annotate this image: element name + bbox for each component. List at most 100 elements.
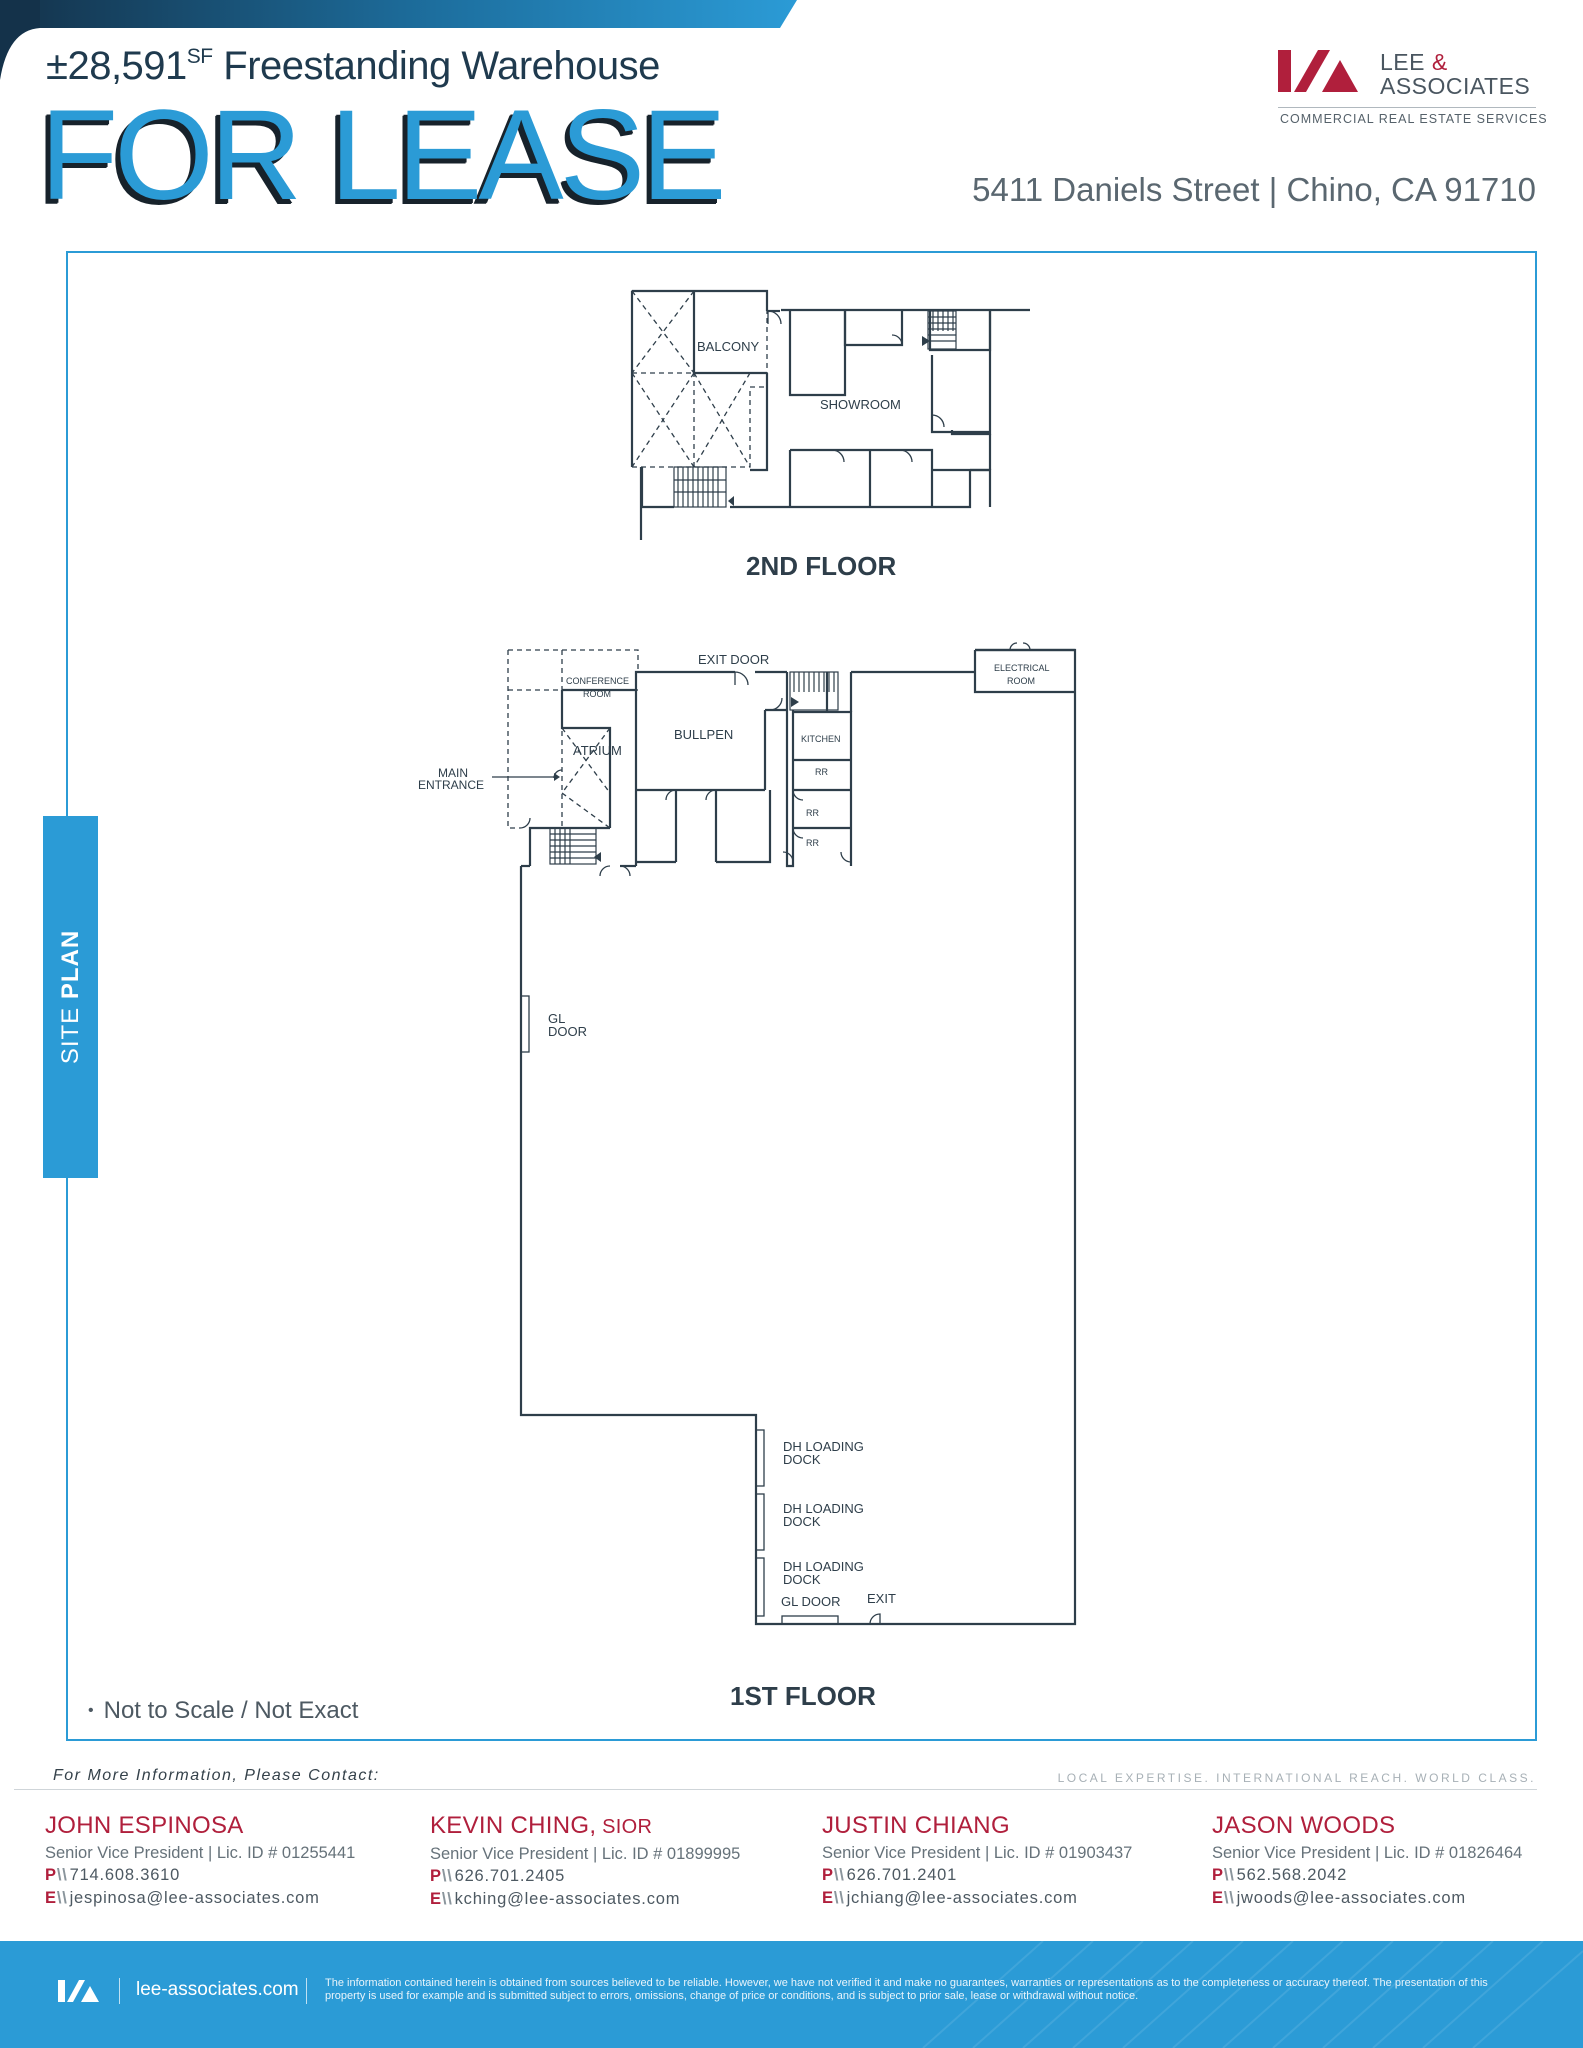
agent-name-text: JUSTIN CHIANG	[822, 1812, 1010, 1839]
contact-divider	[14, 1789, 1537, 1790]
label-rr-2: RR	[806, 808, 819, 818]
separator: \\	[1223, 1866, 1235, 1884]
brand-tagline: COMMERCIAL REAL ESTATE SERVICES	[1280, 112, 1548, 126]
label-showroom: SHOWROOM	[820, 397, 901, 412]
phone-number: 562.568.2042	[1236, 1866, 1348, 1884]
agent-name: JASON WOODS	[1212, 1812, 1522, 1840]
label-rr-1: RR	[815, 767, 828, 777]
email-key: E	[822, 1889, 834, 1907]
brand-ampersand: &	[1431, 49, 1448, 75]
label-exit-door: EXIT DOOR	[698, 652, 769, 667]
header-corner	[0, 0, 40, 80]
agent-name: KEVIN CHING, SIOR	[430, 1812, 740, 1841]
agent-email[interactable]: E\\kching@lee-associates.com	[430, 1888, 740, 1911]
agent-title: Senior Vice President | Lic. ID # 018999…	[430, 1845, 741, 1863]
label-conference-1: CONFERENCE	[566, 676, 629, 686]
separator: \\	[56, 1866, 68, 1884]
agent-email[interactable]: E\\jespinosa@lee-associates.com	[45, 1887, 355, 1910]
agent-phone[interactable]: P\\626.701.2405	[430, 1865, 740, 1888]
label-dock-1a: DH LOADING	[783, 1439, 864, 1454]
brand-name-line1: LEE	[1380, 49, 1425, 75]
stairs-lower	[673, 466, 727, 508]
separator: \\	[833, 1866, 845, 1884]
property-address: 5411 Daniels Street | Chino, CA 91710	[972, 171, 1536, 208]
agent-credential: SIOR	[596, 1816, 653, 1838]
label-electrical-2: ROOM	[1007, 676, 1035, 686]
phone-key: P	[430, 1867, 442, 1885]
agent-card-2: KEVIN CHING, SIOR Senior Vice President …	[430, 1812, 740, 1911]
label-dock-3b: DOCK	[783, 1572, 821, 1587]
agent-phone[interactable]: P\\714.608.3610	[45, 1864, 355, 1887]
agent-email[interactable]: E\\jchiang@lee-associates.com	[822, 1887, 1132, 1910]
agent-name: JOHN ESPINOSA	[45, 1812, 355, 1840]
agent-name-text: JASON WOODS	[1212, 1812, 1396, 1839]
phone-key: P	[45, 1866, 57, 1884]
contact-tagline: LOCAL EXPERTISE. INTERNATIONAL REACH. WO…	[1057, 1771, 1536, 1785]
first-floor-title: 1ST FLOOR	[730, 1681, 876, 1711]
agent-email[interactable]: E\\jwoods@lee-associates.com	[1212, 1887, 1522, 1910]
agent-phone[interactable]: P\\626.701.2401	[822, 1864, 1132, 1887]
brand-divider	[1278, 107, 1536, 108]
email-address: jwoods@lee-associates.com	[1236, 1889, 1466, 1907]
brand-name-line2: ASSOCIATES	[1380, 73, 1531, 99]
headline: ±28,591SF Freestanding Warehouse	[46, 44, 660, 89]
lee-logo-mark-icon	[1278, 50, 1358, 92]
label-bullpen: BULLPEN	[674, 727, 733, 742]
label-exit-south: EXIT	[867, 1591, 896, 1606]
email-key: E	[430, 1890, 442, 1908]
footer-disclaimer: The information contained herein is obta…	[325, 1977, 1488, 2002]
second-floor-plan: BALCONY SHOWROOM 2ND FLOOR	[630, 289, 1030, 581]
label-electrical-1: ELECTRICAL	[994, 663, 1050, 673]
label-conference-2: ROOM	[583, 689, 611, 699]
agent-name: JUSTIN CHIANG	[822, 1812, 1132, 1840]
second-floor-title: 2ND FLOOR	[746, 551, 896, 581]
agent-card-3: JUSTIN CHIANG Senior Vice President | Li…	[822, 1812, 1132, 1910]
phone-number: 626.701.2405	[454, 1867, 566, 1885]
lee-logo-icon	[58, 1980, 99, 2002]
property-type: Freestanding Warehouse	[212, 44, 660, 88]
footer-divider	[119, 1978, 120, 2004]
agent-phone[interactable]: P\\562.568.2042	[1212, 1864, 1522, 1887]
separator: \\	[441, 1867, 453, 1885]
agent-title: Senior Vice President | Lic. ID # 012554…	[45, 1844, 356, 1862]
email-key: E	[1212, 1889, 1224, 1907]
bullet-icon: •	[88, 1702, 94, 1719]
size-unit: SF	[186, 45, 213, 68]
label-main-2: ENTRANCE	[418, 778, 484, 792]
label-rr-3: RR	[806, 838, 819, 848]
footer-bar: lee-associates.com The information conta…	[0, 1941, 1583, 2048]
label-main-1: MAIN	[438, 766, 468, 780]
agent-card-1: JOHN ESPINOSA Senior Vice President | Li…	[45, 1812, 355, 1910]
label-kitchen: KITCHEN	[801, 734, 841, 744]
stairs-office	[789, 671, 839, 711]
phone-number: 626.701.2401	[846, 1866, 958, 1884]
separator: \\	[56, 1889, 68, 1907]
separator: \\	[833, 1889, 845, 1907]
label-atrium: ATRIUM	[573, 743, 622, 758]
label-dock-2a: DH LOADING	[783, 1501, 864, 1516]
agent-name-text: JOHN ESPINOSA	[45, 1812, 244, 1839]
for-lease-title: FOR LEASE	[40, 84, 726, 227]
footer-website-link[interactable]: lee-associates.com	[136, 1979, 299, 2000]
agent-name-text: KEVIN CHING,	[430, 1812, 597, 1839]
site-plan-tab: SITE PLAN	[43, 816, 98, 1178]
label-dock-1b: DOCK	[783, 1452, 821, 1467]
scale-note-text: Not to Scale / Not Exact	[103, 1697, 359, 1724]
header-band	[0, 0, 800, 28]
label-dock-2b: DOCK	[783, 1514, 821, 1529]
agent-title: Senior Vice President | Lic. ID # 019034…	[822, 1844, 1133, 1862]
size-value: ±28,591	[46, 44, 187, 88]
scale-note: • Not to Scale / Not Exact	[88, 1697, 358, 1725]
phone-key: P	[822, 1866, 834, 1884]
agent-card-4: JASON WOODS Senior Vice President | Lic.…	[1212, 1812, 1522, 1910]
phone-number: 714.608.3610	[69, 1866, 181, 1884]
email-address: jespinosa@lee-associates.com	[69, 1889, 320, 1907]
contact-heading: For More Information, Please Contact:	[53, 1767, 380, 1784]
phone-key: P	[1212, 1866, 1224, 1884]
footer-pattern	[922, 1941, 1583, 2048]
email-address: jchiang@lee-associates.com	[846, 1889, 1078, 1907]
label-gl-door-west-2: DOOR	[548, 1024, 587, 1039]
first-floor-plan: EXIT DOOR ELECTRICAL ROOM CONFERENCE ROO…	[418, 642, 1077, 1711]
agent-title: Senior Vice President | Lic. ID # 018264…	[1212, 1844, 1523, 1862]
